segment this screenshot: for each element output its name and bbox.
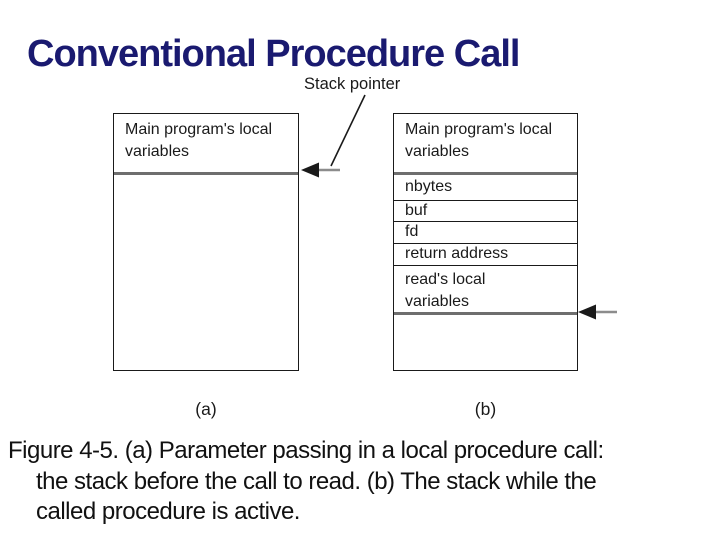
- caption-line-1: Figure 4-5. (a) Parameter passing in a l…: [8, 437, 604, 464]
- stack-a-empty-region: [114, 175, 298, 370]
- figure-sublabel-b: (b): [474, 399, 497, 419]
- stack-b-main-vars-section: Main program's local variables: [394, 114, 577, 175]
- stack-a-main-vars-section: Main program's local variables: [114, 114, 298, 175]
- stack-b-row-buf: buf: [394, 201, 577, 222]
- stack-pointer-leader-line: [330, 94, 366, 167]
- figure-caption: Figure 4-5. (a) Parameter passing in a l…: [8, 436, 720, 528]
- caption-line-2: the stack before the call to read. (b) T…: [36, 467, 597, 495]
- stack-pointer-arrowhead-b-icon: [578, 304, 596, 320]
- stack-b-row-nbytes: nbytes: [394, 175, 577, 201]
- stack-pointer-arrowhead-a-icon: [301, 162, 319, 178]
- stack-b-empty-region: [394, 315, 577, 370]
- stack-pointer-label: Stack pointer: [304, 75, 401, 93]
- slide-title: Conventional Procedure Call: [27, 33, 520, 76]
- stack-diagram-a: Main program's local variables: [113, 113, 299, 371]
- caption-line-3: called procedure is active.: [36, 498, 300, 525]
- stack-b-row-return-address: return address: [394, 244, 577, 266]
- figure-sublabel-a: (a): [195, 399, 217, 419]
- stack-b-row-fd: fd: [394, 222, 577, 244]
- stack-b-row-read-local-vars: read's local variables: [394, 266, 577, 315]
- stack-diagram-b: Main program's local variables nbytes bu…: [393, 113, 578, 371]
